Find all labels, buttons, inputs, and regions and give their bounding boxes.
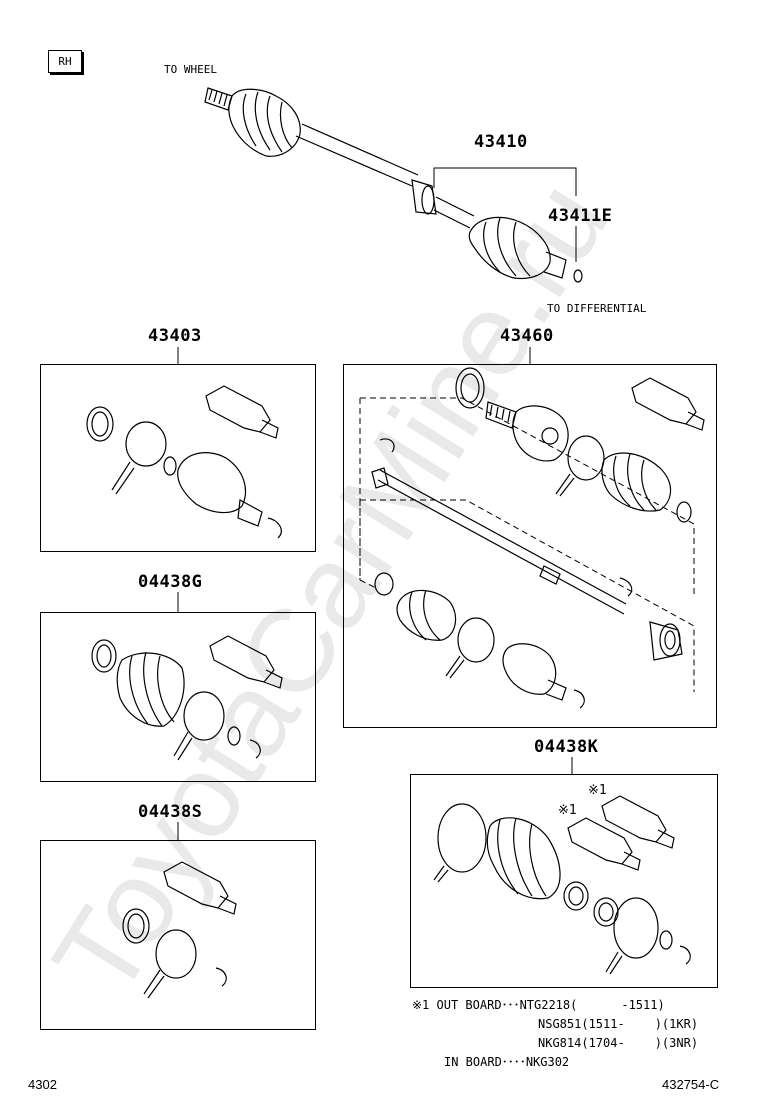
note-mark-1a: ※1 <box>588 783 607 798</box>
kit-43403-parts <box>86 385 282 539</box>
leader-43410 <box>433 167 577 196</box>
kit-43460-parts <box>359 367 705 709</box>
drive-shaft-assembly <box>204 87 583 283</box>
part-number-04438G[interactable]: 04438G <box>138 572 203 592</box>
grease-tube-04438G <box>209 635 275 683</box>
part-number-04438S[interactable]: 04438S <box>138 802 203 822</box>
part-number-43410[interactable]: 43410 <box>474 132 528 152</box>
outer-boot-43460 <box>601 452 672 512</box>
kit-box-04438S <box>40 840 316 1030</box>
in-board-dots: ････ <box>501 1055 526 1069</box>
note-line-1: ※1 OUT BOARD･･･NTG2218( -1511) <box>412 999 665 1011</box>
out-board-tail-2: )(1KR) <box>654 1017 699 1031</box>
out-board-code-3: NKG814(1704- <box>538 1036 625 1050</box>
outer-boot <box>228 88 301 157</box>
footer-left: 4302 <box>28 1077 57 1092</box>
grease-tube-04438S <box>163 861 229 909</box>
grease-tube-04438K-1 <box>567 817 633 865</box>
note-line-4: IN BOARD････NKG302 <box>444 1056 569 1068</box>
note-line-3: NKG814(1704- )(3NR) <box>538 1037 698 1049</box>
grease-tube-43460 <box>631 377 697 425</box>
shaft-bar <box>295 123 419 187</box>
grease-tube-04438K-2 <box>601 795 667 843</box>
outer-joint-43460 <box>512 405 569 462</box>
in-board-code: NKG302 <box>525 1055 570 1069</box>
out-board-dots: ･･･ <box>501 998 520 1012</box>
part-number-04438K[interactable]: 04438K <box>534 737 599 757</box>
axle-shaft-43460 <box>377 469 627 615</box>
inner-boot <box>468 216 551 280</box>
out-board-range-1: -1511) <box>621 998 665 1012</box>
in-board-label: IN BOARD <box>444 1055 502 1069</box>
boot-04438K <box>486 817 561 900</box>
inner-boot-43460 <box>396 589 457 641</box>
outer-spline <box>204 87 233 111</box>
inner-joint-43403 <box>177 452 247 514</box>
kit-04438K-parts <box>433 795 691 975</box>
boot-04438G <box>116 652 185 727</box>
to-wheel-label: TO WHEEL <box>164 63 217 76</box>
to-differential-label: TO DIFFERENTIAL <box>547 302 647 315</box>
note-mark-1b: ※1 <box>558 803 577 818</box>
kit-box-04438G <box>40 612 316 782</box>
kit-04438S-parts <box>122 861 237 999</box>
inner-joint-43460 <box>502 643 557 695</box>
out-board-label: OUT BOARD <box>436 998 502 1012</box>
kit-box-43460 <box>343 364 717 728</box>
out-board-code-2: NSG851(1511- <box>538 1017 625 1031</box>
out-board-tail-3: )(3NR) <box>654 1036 699 1050</box>
grease-tube-43403 <box>205 385 271 433</box>
kit-box-43403 <box>40 364 316 552</box>
part-number-43460[interactable]: 43460 <box>500 326 554 346</box>
kit-box-04438K <box>410 774 718 988</box>
damper <box>411 179 437 215</box>
footer-right: 432754-C <box>662 1077 720 1092</box>
note-line-2: NSG851(1511- )(1KR) <box>538 1018 698 1030</box>
out-board-code-1: NTG2218( <box>519 998 578 1012</box>
kit-04438G-parts <box>91 635 283 761</box>
bearing-43460 <box>649 621 683 661</box>
note-mark: ※1 <box>412 998 430 1012</box>
part-number-43403[interactable]: 43403 <box>148 326 202 346</box>
region-tag: RH <box>48 50 82 73</box>
part-number-43411E[interactable]: 43411E <box>548 206 613 226</box>
